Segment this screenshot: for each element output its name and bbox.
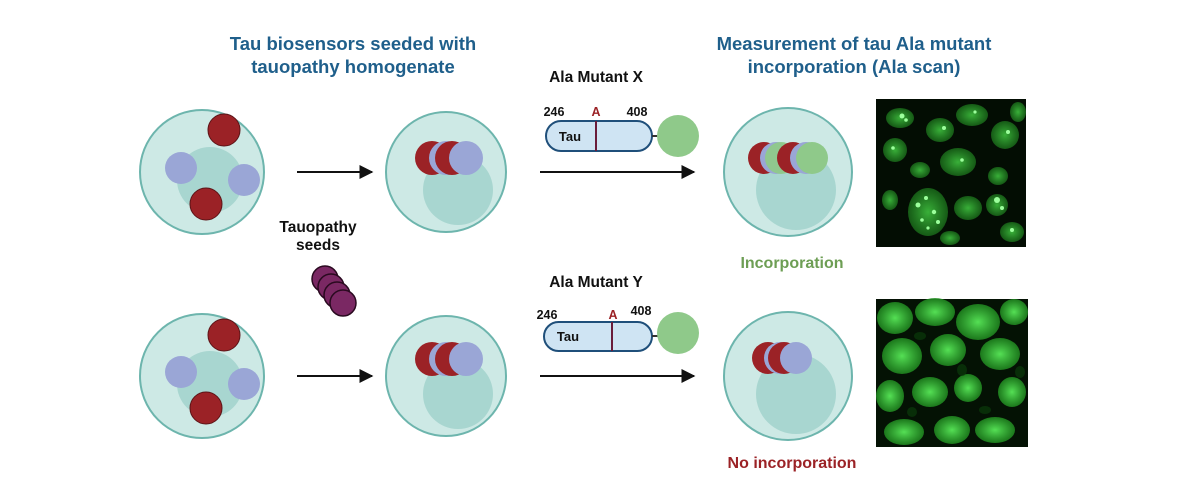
construct-x-end: 408 xyxy=(627,105,648,119)
right-heading-line1: Measurement of tau Ala mutant xyxy=(717,33,992,54)
construct-y-ala: A xyxy=(608,308,617,322)
micrograph-incorporation xyxy=(876,99,1026,247)
no-incorporation-label: No incorporation xyxy=(728,455,857,472)
left-heading-line1: Tau biosensors seeded with xyxy=(230,33,476,54)
seeds-label-line1: Tauopathy xyxy=(279,219,357,236)
biosensor-cell-top xyxy=(139,109,265,235)
mutant-x-title: Ala Mutant X xyxy=(549,69,644,86)
biosensor-cell-bottom xyxy=(139,313,265,439)
construct-y-domain: Tau xyxy=(557,329,579,344)
seeded-cell-top xyxy=(385,111,507,233)
construct-x-start: 246 xyxy=(544,105,565,119)
construct-y-end: 408 xyxy=(631,304,652,318)
seeded-cell-bottom xyxy=(385,315,507,437)
gfp-tag-y xyxy=(657,312,699,354)
right-heading-line2: incorporation (Ala scan) xyxy=(748,56,961,77)
tau-construct-y: 246 A 408 Tau xyxy=(537,304,699,354)
seeds-label-line2: seeds xyxy=(296,237,340,254)
incorporation-label: Incorporation xyxy=(740,255,843,272)
construct-x-ala: A xyxy=(591,105,600,119)
construct-y-start: 246 xyxy=(537,308,558,322)
no-incorporation-cell xyxy=(723,311,853,441)
incorporation-cell xyxy=(723,107,853,237)
tauopathy-seed-icon xyxy=(311,265,357,317)
gfp-tag-x xyxy=(657,115,699,157)
micrograph-no-incorporation xyxy=(876,298,1028,447)
mutant-y-title: Ala Mutant Y xyxy=(549,274,643,291)
construct-x-domain: Tau xyxy=(559,129,581,144)
tau-construct-x: 246 A 408 Tau xyxy=(544,105,699,157)
left-heading-line2: tauopathy homogenate xyxy=(251,56,455,77)
